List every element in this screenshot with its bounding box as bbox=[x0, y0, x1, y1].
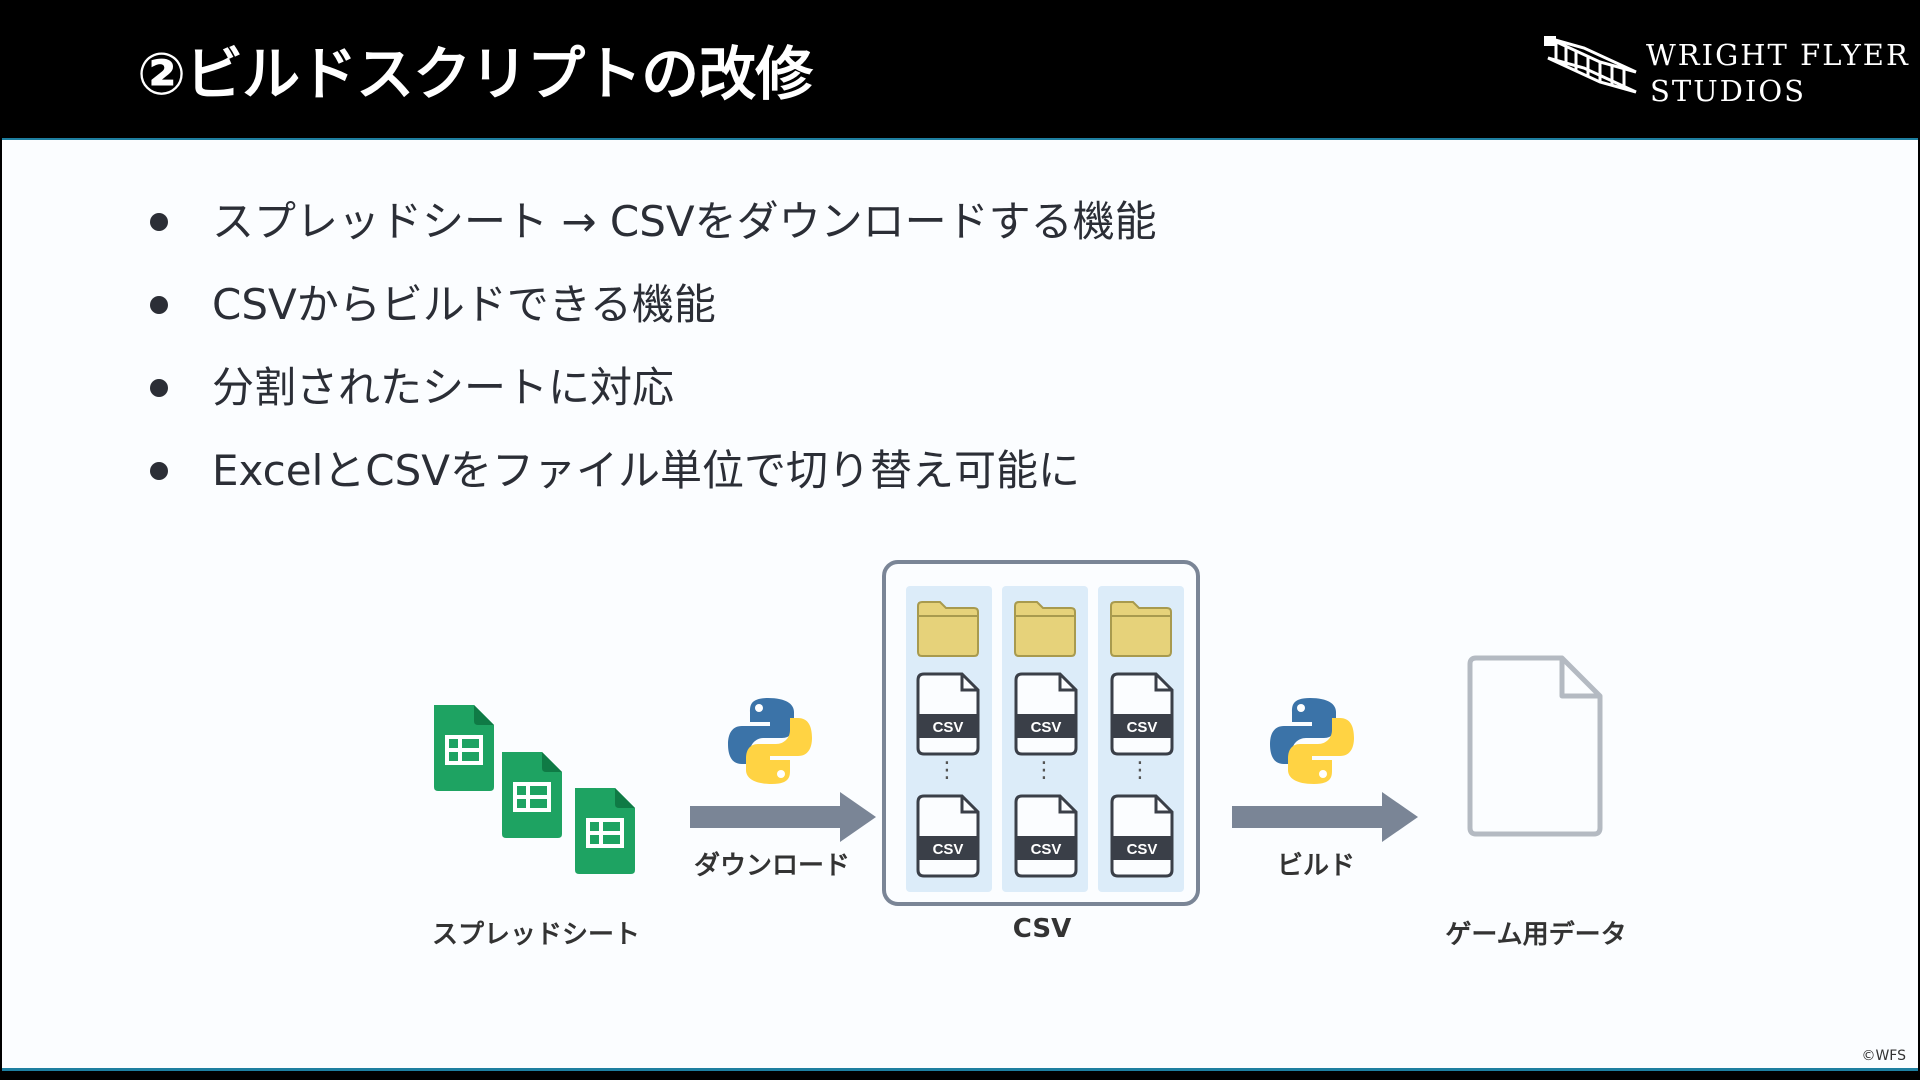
csv-file-icon bbox=[1110, 672, 1174, 756]
bullet-item: 分割されたシートに対応 bbox=[150, 346, 1157, 429]
bullet-item: ExcelとCSVをファイル単位で切り替え可能に bbox=[150, 429, 1157, 512]
csv-label: CSV bbox=[1012, 914, 1072, 944]
csv-file-icon bbox=[1014, 794, 1078, 878]
bullet-text: 分割されたシートに対応 bbox=[212, 362, 675, 412]
logo-text-line2: STUDIOS bbox=[1650, 74, 1806, 108]
folder-icon bbox=[1110, 601, 1172, 657]
csv-badge: CSV bbox=[933, 841, 964, 858]
spreadsheet-label: スプレッドシート bbox=[432, 920, 641, 950]
google-sheets-icon bbox=[500, 750, 564, 840]
blank-document-icon bbox=[1467, 655, 1603, 837]
bullet-text: CSVからビルドできる機能 bbox=[212, 279, 716, 329]
google-sheets-icon bbox=[432, 703, 496, 793]
bullet-item: CSVからビルドできる機能 bbox=[150, 263, 1157, 346]
csv-file-icon bbox=[916, 794, 980, 878]
csv-badge: CSV bbox=[1127, 719, 1158, 736]
csv-badge: CSV bbox=[1127, 841, 1158, 858]
slide-title: ②ビルドスクリプトの改修 bbox=[137, 40, 813, 108]
wright-flyer-plane-logo bbox=[1544, 36, 1637, 94]
csv-container: CSV CSV CSV CSV CSV CSV ⋮ ⋮ ⋮ bbox=[882, 560, 1200, 906]
csv-file-icon bbox=[916, 672, 980, 756]
copyright-credit: ©WFS bbox=[1861, 1048, 1906, 1064]
right-arrow-icon bbox=[690, 792, 876, 842]
right-arrow-icon bbox=[1232, 792, 1418, 842]
build-label: ビルド bbox=[1276, 851, 1355, 881]
game-data-label: ゲーム用データ bbox=[1445, 920, 1627, 950]
bullet-text: ExcelとCSVをファイル単位で切り替え可能に bbox=[212, 445, 1080, 495]
folder-icon bbox=[1014, 601, 1076, 657]
python-icon bbox=[728, 698, 812, 784]
logo-text-line1: WRIGHT FLYER bbox=[1646, 38, 1910, 72]
ellipsis-mark: ⋮ bbox=[1033, 758, 1055, 783]
content-area: スプレッドシート → CSVをダウンロードする機能 CSVからビルドできる機能 … bbox=[2, 138, 1918, 1071]
bullet-dot bbox=[150, 295, 168, 314]
python-icon bbox=[1270, 698, 1354, 784]
bullet-dot bbox=[150, 378, 168, 397]
ellipsis-mark: ⋮ bbox=[936, 758, 958, 783]
spreadsheet-group bbox=[432, 703, 637, 876]
csv-badge: CSV bbox=[933, 719, 964, 736]
csv-badge: CSV bbox=[1031, 841, 1062, 858]
wright-flyer-logo: WRIGHT FLYER STUDIOS bbox=[1540, 28, 1908, 112]
csv-badge: CSV bbox=[1031, 719, 1062, 736]
folder-icon bbox=[917, 601, 979, 657]
bullet-text: スプレッドシート → CSVをダウンロードする機能 bbox=[212, 196, 1157, 246]
csv-file-icon bbox=[1110, 794, 1174, 878]
workflow-diagram: CSV CSV CSV CSV CSV CSV ⋮ ⋮ ⋮ bbox=[432, 560, 1603, 906]
bullet-dot bbox=[150, 212, 168, 231]
csv-file-icon bbox=[1014, 672, 1078, 756]
bullet-dot bbox=[150, 461, 168, 480]
download-label: ダウンロード bbox=[693, 851, 850, 881]
bullet-item: スプレッドシート → CSVをダウンロードする機能 bbox=[150, 180, 1157, 263]
header-bar: ②ビルドスクリプトの改修 WRIGHT FLYER STUDIOS bbox=[0, 0, 1920, 136]
ellipsis-mark: ⋮ bbox=[1129, 758, 1151, 783]
bullet-list: スプレッドシート → CSVをダウンロードする機能 CSVからビルドできる機能 … bbox=[150, 180, 1157, 512]
google-sheets-icon bbox=[573, 786, 637, 876]
